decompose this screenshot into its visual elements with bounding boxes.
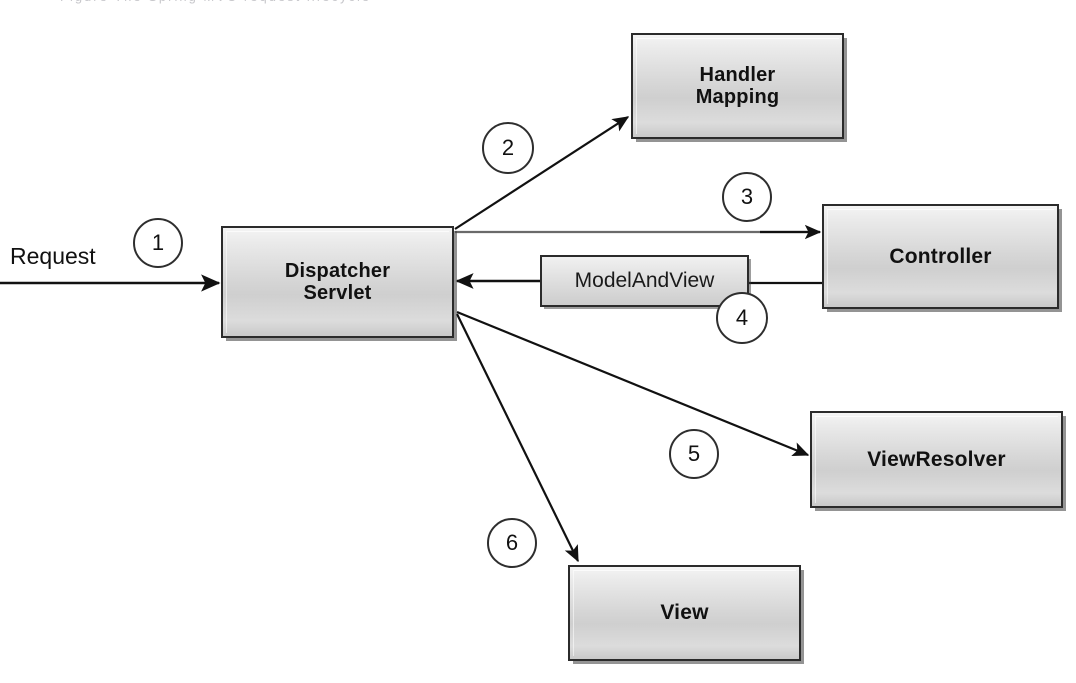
node-model-and-view-label: ModelAndView <box>574 269 715 292</box>
connector-dispatcher-to-view-resolver <box>456 310 810 457</box>
step-badge-5: 5 <box>669 429 719 479</box>
node-model-and-view[interactable]: ModelAndView <box>540 255 749 307</box>
node-controller-label: Controller <box>889 244 992 268</box>
step-badge-2: 2 <box>482 122 534 174</box>
step-badge-1-number: 1 <box>151 230 165 255</box>
step-badge-3-number: 3 <box>740 184 754 209</box>
node-dispatcher-servlet[interactable]: Dispatcher Servlet <box>221 226 454 338</box>
node-handler-mapping[interactable]: Handler Mapping <box>631 33 844 139</box>
step-badge-1: 1 <box>133 218 183 268</box>
node-dispatcher-servlet-label: Dispatcher Servlet <box>284 259 391 304</box>
node-view-resolver[interactable]: ViewResolver <box>810 411 1063 508</box>
step-badge-6-number: 6 <box>505 530 519 555</box>
node-handler-mapping-label: Handler Mapping <box>695 63 780 108</box>
node-view[interactable]: View <box>568 565 801 661</box>
step-badge-4: 4 <box>716 292 768 344</box>
cropped-figure-caption: Figure The Spring MVC request lifecycle <box>0 0 1076 8</box>
step-badge-3: 3 <box>722 172 772 222</box>
node-view-resolver-label: ViewResolver <box>867 447 1006 471</box>
connector-dispatcher-to-view <box>456 313 579 563</box>
step-badge-2-number: 2 <box>501 135 515 160</box>
node-view-label: View <box>660 601 709 625</box>
node-controller[interactable]: Controller <box>822 204 1059 309</box>
step-badge-4-number: 4 <box>735 305 749 330</box>
connector-dispatcher-to-handler-mapping <box>454 116 630 230</box>
step-badge-6: 6 <box>487 518 537 568</box>
request-label: Request <box>10 243 96 269</box>
step-badge-5-number: 5 <box>687 441 701 466</box>
